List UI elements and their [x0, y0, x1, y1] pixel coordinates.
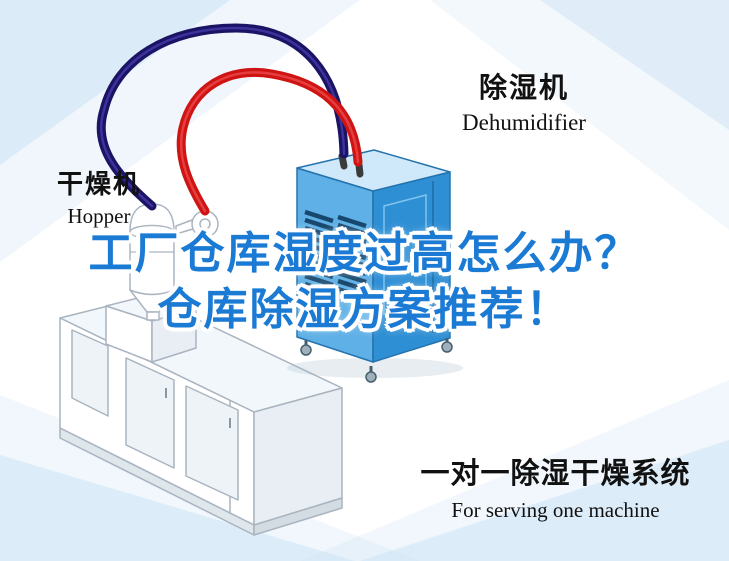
caster-wheels — [300, 338, 453, 383]
hopper-dryer-machine-illustration — [59, 203, 343, 536]
caption-en: For serving one machine — [451, 498, 660, 522]
hopper-label-en: Hopper — [67, 204, 131, 228]
caption-cn: 一对一除湿干燥系统 — [420, 458, 691, 490]
hopper-label-cn: 干燥机 — [56, 169, 141, 199]
red-hose — [176, 67, 363, 216]
title-line-1: 工厂仓库湿度过高怎么办？ — [88, 229, 641, 278]
title-line-2: 仓库除湿方案推荐！ — [157, 284, 572, 334]
dehumidifier-callout: 除湿机 Dehumidifier — [424, 66, 624, 136]
dehumidifier-shadow — [287, 358, 463, 378]
dehumidifier-label-en: Dehumidifier — [462, 110, 586, 135]
hopper-callout: 干燥机 Hopper — [34, 164, 164, 229]
vent-grille — [304, 209, 367, 301]
side-panel-outline — [383, 194, 427, 316]
blue-hose — [96, 23, 349, 211]
dehumidifier-unit-illustration — [287, 149, 463, 383]
page-title: 工厂仓库湿度过高怎么办？ 仓库除湿方案推荐！ — [0, 226, 729, 338]
dehumidifier-label-cn: 除湿机 — [478, 72, 569, 103]
system-caption: 一对一除湿干燥系统 For serving one machine — [398, 450, 713, 523]
